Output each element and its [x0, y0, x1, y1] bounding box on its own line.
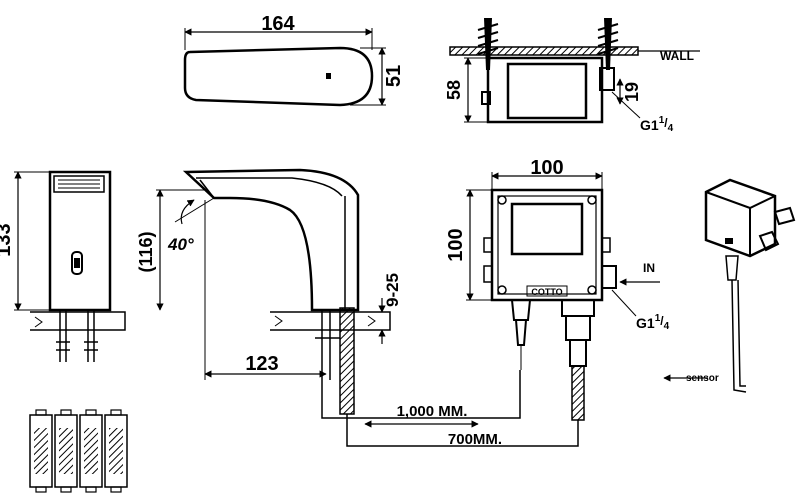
top-depth-label: 51 — [383, 65, 405, 87]
battery-icon — [29, 409, 53, 493]
brand-label: COTTO — [531, 287, 562, 297]
sensor-label: sensor — [686, 373, 719, 384]
top-width-label: 164 — [261, 13, 295, 35]
battery-icon — [104, 409, 128, 493]
screw-icon — [597, 18, 619, 70]
faucet-height-label: 133 — [0, 223, 15, 256]
top-view: 164 51 — [183, 13, 405, 107]
thread-side-label: G11/4 — [636, 313, 670, 332]
box-width-label: 100 — [530, 157, 563, 179]
wall-label: WALL — [660, 49, 694, 63]
spout-reach-label: 123 — [245, 353, 278, 375]
faucet-side-view: 40° (116) 123 9-25 — [136, 168, 402, 415]
hose-routing: 1,000 MM. 700MM. — [321, 370, 579, 448]
battery-icon — [79, 409, 103, 493]
box-side-height-label: 58 — [444, 80, 464, 100]
sensor-iso-view: sensor — [663, 178, 796, 393]
battery-icon — [54, 409, 78, 493]
box-height-label: 100 — [445, 228, 467, 261]
deck-thickness-label: 9-25 — [383, 273, 402, 307]
control-box-front-view: COTTO 100 100 IN G11/4 — [445, 157, 670, 421]
spout-height-label: (116) — [136, 231, 156, 272]
batteries — [29, 409, 128, 493]
control-box-side-view: WALL 58 19 G11/4 — [444, 18, 700, 134]
hose-long-label: 1,000 MM. — [397, 403, 468, 420]
in-label: IN — [643, 261, 655, 275]
thread-top-label: G11/4 — [640, 115, 674, 134]
connector-offset-label: 19 — [622, 82, 642, 102]
hose-short-label: 700MM. — [448, 431, 502, 448]
faucet-front-view: 133 — [0, 170, 126, 362]
spout-angle-label: 40° — [167, 235, 194, 254]
